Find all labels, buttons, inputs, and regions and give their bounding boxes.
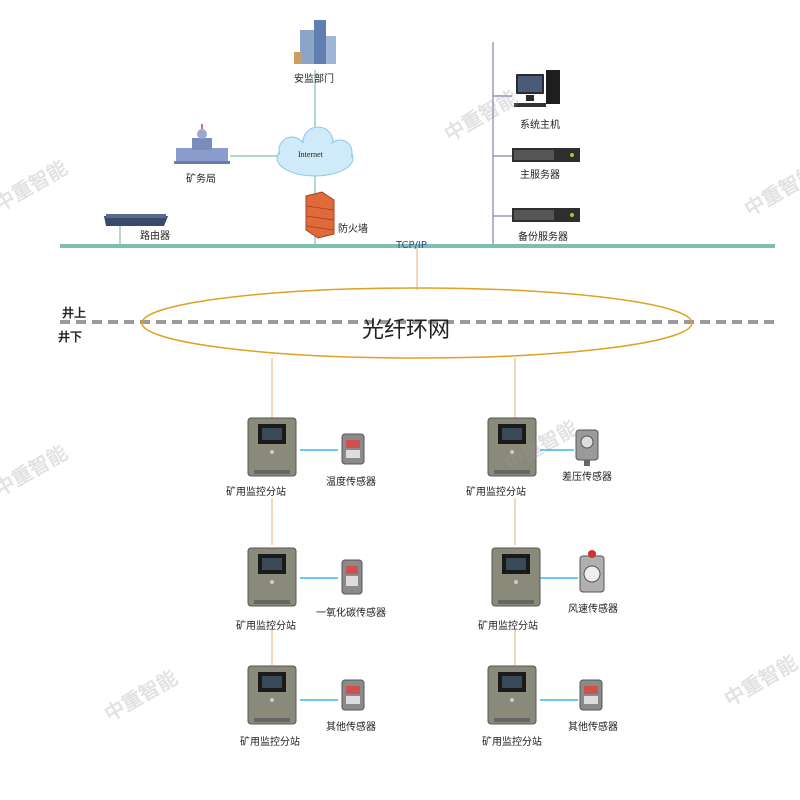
- cloud-icon: [276, 126, 354, 177]
- building-icon: [294, 20, 336, 64]
- backup-server-icon: [512, 208, 580, 222]
- substation-device-icon: [487, 417, 537, 477]
- substation-device-icon: [247, 417, 297, 477]
- tcp-ip-bus: [60, 244, 775, 248]
- substation-label: 矿用监控分站: [236, 621, 296, 632]
- sensor-label: 其他传感器: [326, 722, 376, 733]
- wind-speed-sensor-icon: [579, 550, 605, 593]
- firewall-label: 防火墙: [338, 224, 368, 235]
- substation-label: 矿用监控分站: [482, 737, 542, 748]
- substation-label: 矿用监控分站: [466, 487, 526, 498]
- fiber-ring-label: 光纤环网: [362, 318, 451, 343]
- temperature-sensor-icon: [341, 433, 365, 465]
- backup-server-label: 备份服务器: [518, 232, 568, 243]
- substation-device-icon: [247, 665, 297, 725]
- tcp-ip-label: TCP/IP: [396, 240, 427, 251]
- substation-device-icon: [487, 665, 537, 725]
- safety-dept-label: 安监部门: [294, 74, 334, 85]
- router-label: 路由器: [140, 231, 170, 242]
- substation-device-icon: [247, 547, 297, 607]
- above-ground-label: 井上: [62, 306, 87, 320]
- sensor-label: 差压传感器: [562, 472, 612, 483]
- computer-icon: [514, 70, 560, 107]
- substation-label: 矿用监控分站: [478, 621, 538, 632]
- main-server-label: 主服务器: [520, 170, 560, 181]
- sensor-label: 一氧化碳传感器: [316, 608, 386, 619]
- firewall-icon: [305, 191, 335, 239]
- router-icon: [104, 214, 168, 226]
- internet-label: Internet: [298, 150, 323, 159]
- sensor-icon: [579, 679, 603, 711]
- sensor-label: 风速传感器: [568, 604, 618, 615]
- government-building-icon: [174, 124, 230, 164]
- fiber-ring-ellipse: [141, 287, 693, 359]
- pressure-sensor-icon: [575, 429, 599, 466]
- system-host-label: 系统主机: [520, 120, 560, 131]
- below-ground-label: 井下: [58, 330, 83, 344]
- co-sensor-icon: [341, 559, 363, 595]
- server-icon: [512, 148, 580, 162]
- sensor-icon: [341, 679, 365, 711]
- mining-bureau-label: 矿务局: [186, 174, 216, 185]
- sensor-label: 温度传感器: [326, 477, 376, 488]
- substation-label: 矿用监控分站: [240, 737, 300, 748]
- substation-label: 矿用监控分站: [226, 487, 286, 498]
- sensor-label: 其他传感器: [568, 722, 618, 733]
- substation-device-icon: [491, 547, 541, 607]
